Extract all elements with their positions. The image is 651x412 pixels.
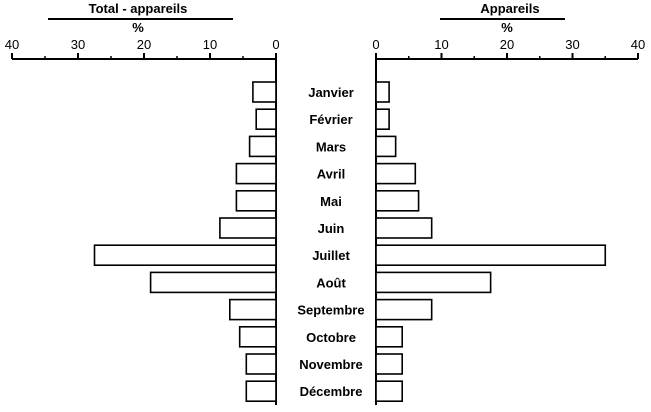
left-tick-label: 30 xyxy=(71,37,85,52)
right-tick-label: 40 xyxy=(631,37,645,52)
left-unit-label: % xyxy=(132,20,144,35)
left-tick-label: 0 xyxy=(272,37,279,52)
month-label: Novembre xyxy=(299,357,363,372)
month-label: Août xyxy=(316,275,346,290)
left-bar xyxy=(245,380,277,403)
left-axis: 40 30 20 10 0 xyxy=(5,37,280,405)
month-label: Septembre xyxy=(297,303,364,318)
right-tick-label: 10 xyxy=(434,37,448,52)
left-tick-label: 10 xyxy=(203,37,217,52)
right-axis: 0 10 20 30 40 xyxy=(372,37,645,405)
right-bar xyxy=(375,353,404,375)
right-tick-label: 0 xyxy=(372,37,379,52)
month-label: Avril xyxy=(317,167,345,182)
left-bar xyxy=(235,190,277,212)
right-bar xyxy=(375,298,433,321)
right-bar xyxy=(375,162,417,185)
month-label: Mai xyxy=(320,194,342,209)
right-bar xyxy=(375,81,390,103)
left-bar xyxy=(235,162,277,185)
right-bar xyxy=(375,135,397,158)
left-tick-label: 40 xyxy=(5,37,19,52)
month-label: Juin xyxy=(318,221,345,236)
left-tick-label: 20 xyxy=(137,37,151,52)
month-label: Mars xyxy=(316,139,346,154)
month-label: Janvier xyxy=(308,85,354,100)
left-panel-title: Total - appareils xyxy=(89,1,188,16)
month-label: Juillet xyxy=(312,248,350,263)
left-bar xyxy=(219,217,277,239)
left-bars xyxy=(93,81,277,403)
month-label: Février xyxy=(309,112,352,127)
left-bar xyxy=(255,108,277,130)
left-bar xyxy=(229,298,277,321)
left-bar xyxy=(248,135,277,158)
right-unit-label: % xyxy=(501,20,513,35)
right-bar xyxy=(375,325,404,348)
left-bar xyxy=(245,353,277,375)
right-panel-title: Appareils xyxy=(480,1,539,16)
left-bar xyxy=(149,271,277,294)
right-bar xyxy=(375,271,492,294)
left-bar xyxy=(238,325,277,348)
right-bar xyxy=(375,108,390,130)
right-bar xyxy=(375,190,420,212)
right-bar xyxy=(375,217,433,239)
right-bar xyxy=(375,380,404,403)
left-bar xyxy=(252,81,277,103)
month-label: Octobre xyxy=(306,330,356,345)
month-label: Décembre xyxy=(300,384,363,399)
month-labels: JanvierFévrierMarsAvrilMaiJuinJuilletAoû… xyxy=(297,85,364,399)
right-bars xyxy=(375,81,607,403)
right-tick-label: 20 xyxy=(500,37,514,52)
right-tick-label: 30 xyxy=(565,37,579,52)
left-bar xyxy=(93,244,277,266)
right-bar xyxy=(375,244,607,266)
